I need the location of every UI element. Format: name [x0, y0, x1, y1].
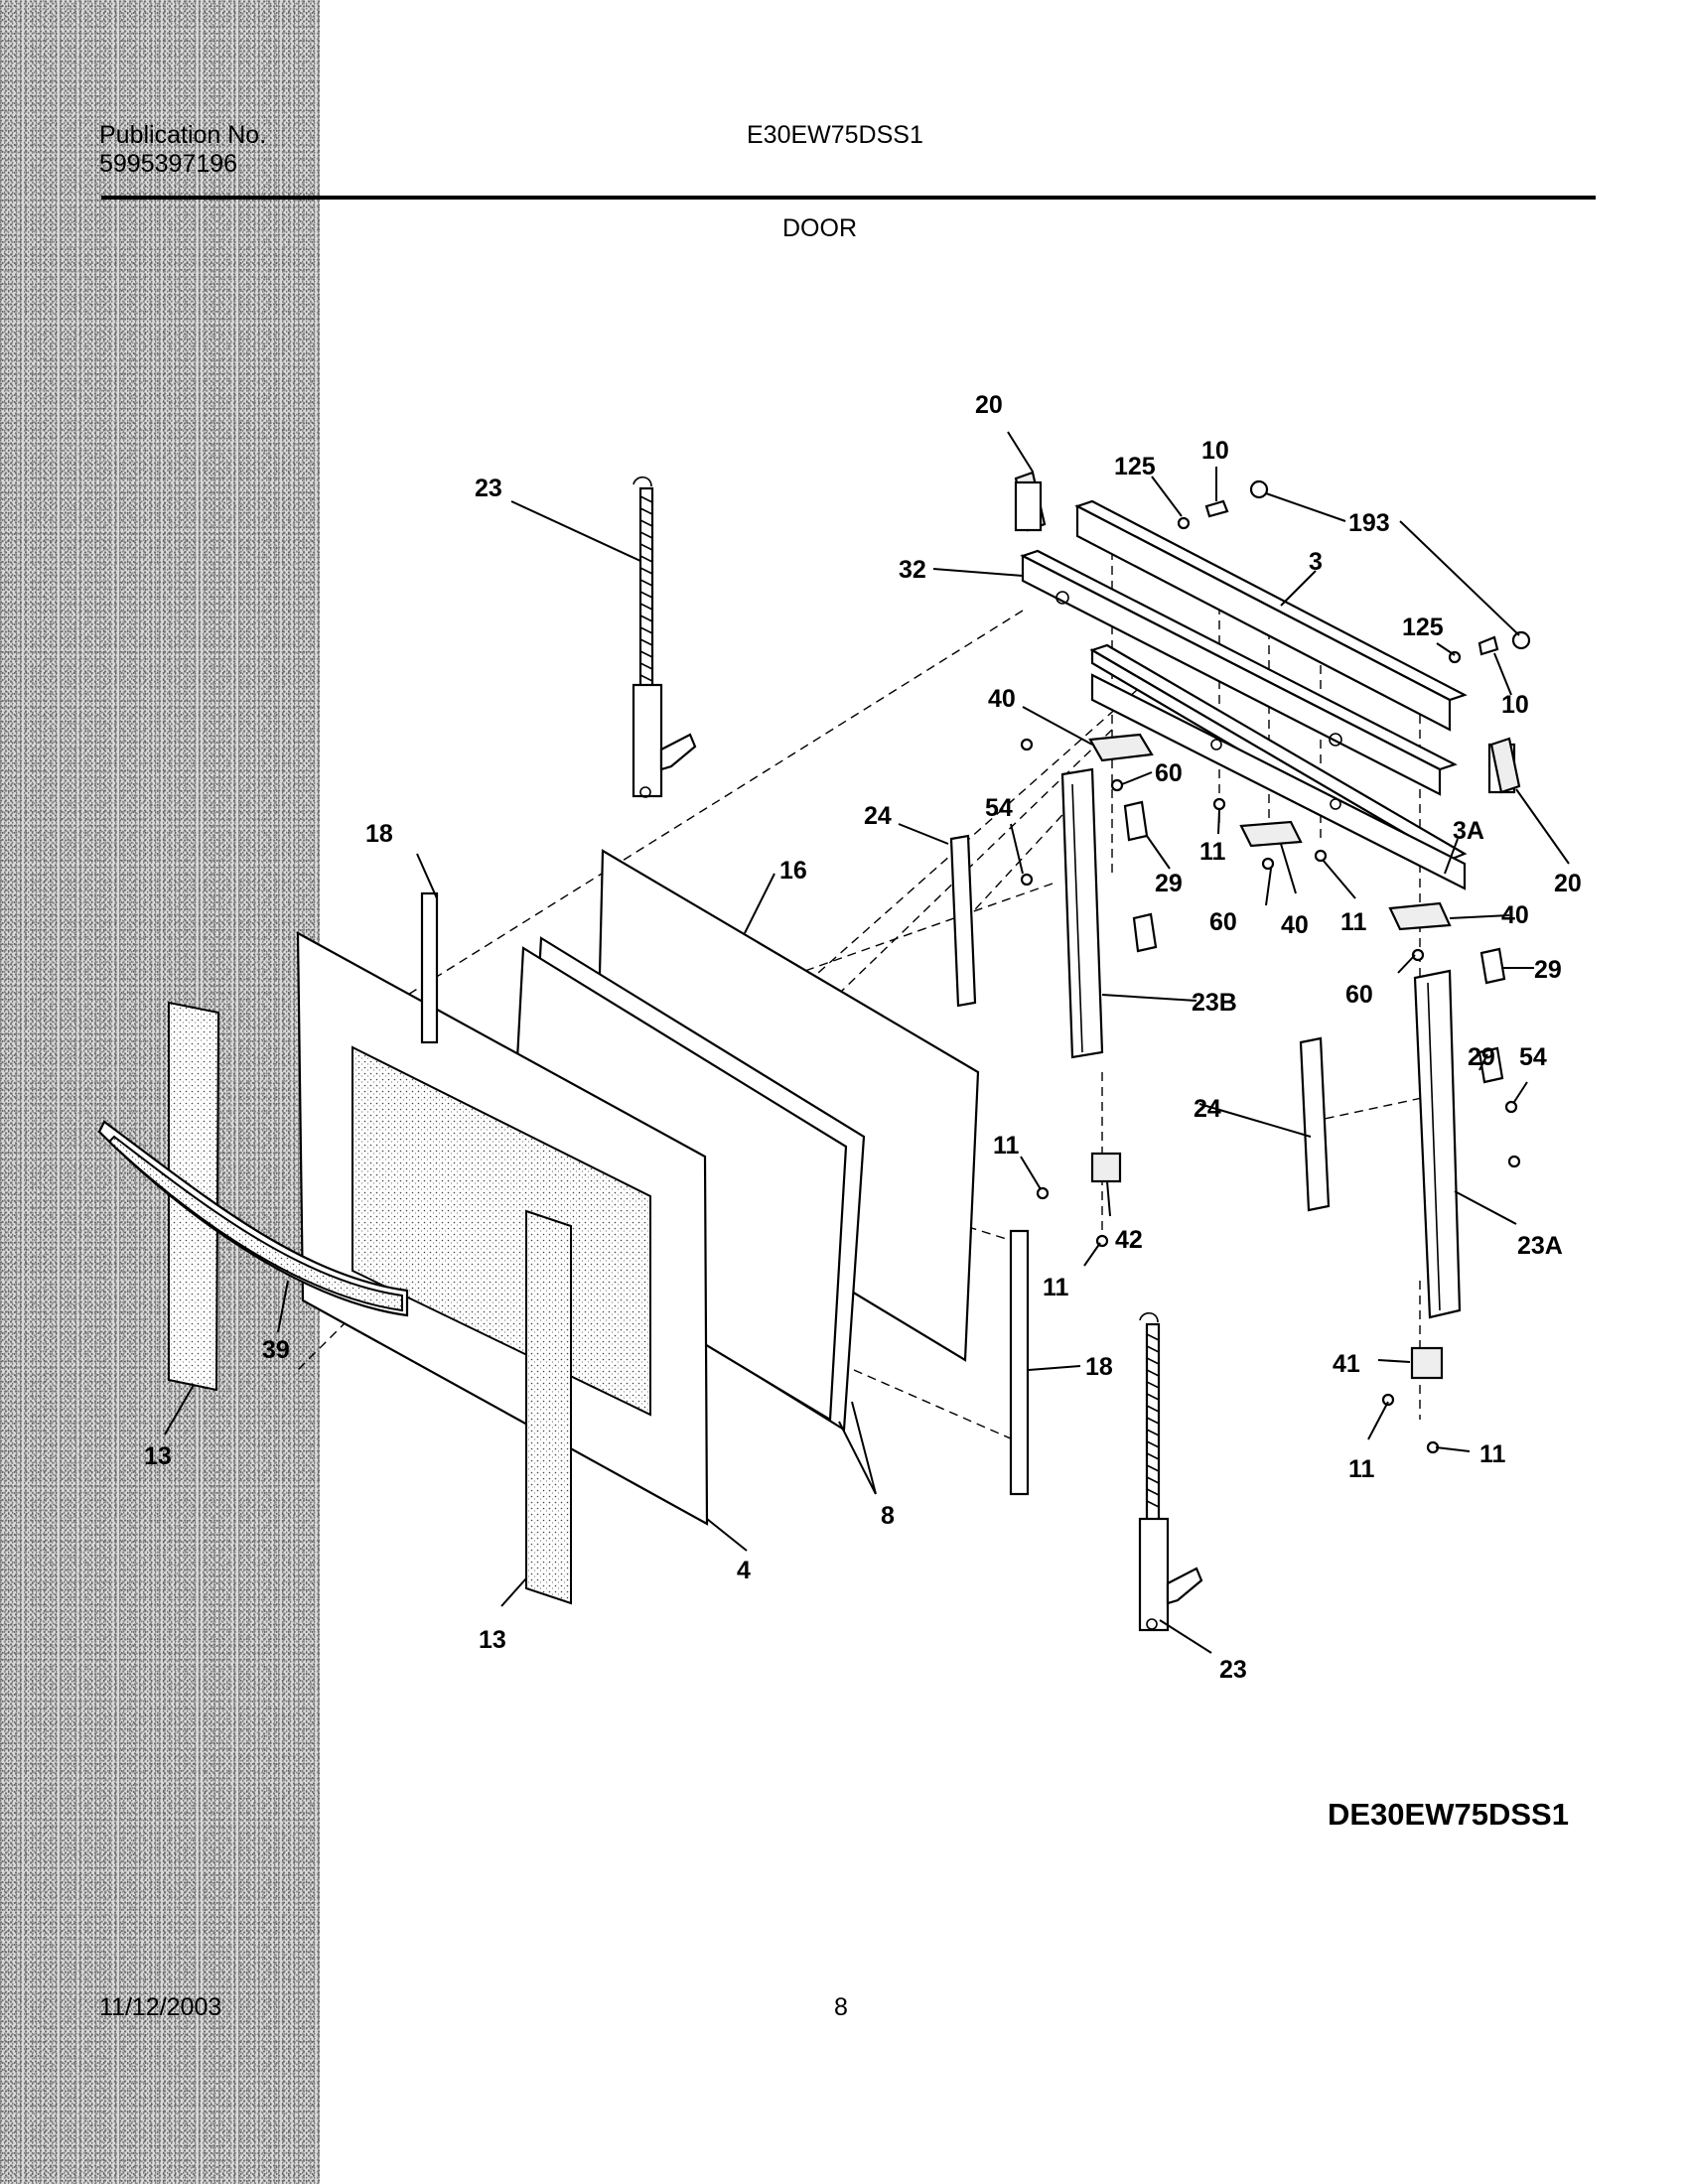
section-title: DOOR [782, 214, 857, 242]
callout-label: 29 [1534, 956, 1562, 984]
callout-label: 10 [1201, 437, 1229, 465]
callout-label: 60 [1345, 981, 1373, 1009]
callout-label: 3 [1309, 548, 1323, 576]
callout-label: 11 [1199, 838, 1226, 866]
callout-label: 16 [779, 857, 807, 885]
door-front-panel-4 [296, 931, 709, 1526]
callout-label: 20 [1554, 870, 1582, 897]
callout-label: 23A [1517, 1232, 1563, 1260]
callout-label: 23B [1192, 989, 1237, 1017]
door-side-brackets-24 [949, 834, 1331, 1212]
header-rule [101, 196, 1596, 200]
callout-label: 11 [1043, 1274, 1069, 1301]
leader-lines [164, 431, 1570, 1654]
callout-label: 10 [1501, 691, 1529, 719]
callout-label: 54 [1519, 1043, 1547, 1071]
model-number: E30EW75DSS1 [747, 121, 923, 149]
callout-label: 40 [988, 685, 1016, 713]
callout-label: 125 [1402, 614, 1444, 641]
page-number: 8 [834, 1993, 848, 2021]
top-trim-assembly [1014, 471, 1521, 890]
callout-label: 125 [1114, 453, 1156, 480]
callout-label: 54 [985, 794, 1013, 822]
callout-label: 32 [899, 556, 926, 584]
callout-label: 40 [1501, 901, 1529, 929]
stippled-margin-band [0, 0, 320, 2184]
callout-label: 60 [1155, 759, 1183, 787]
callout-label: 11 [1348, 1455, 1375, 1483]
callout-label: 18 [365, 820, 393, 848]
callout-label: 11 [993, 1132, 1020, 1160]
callout-labels: 23 20 125 10 193 32 3 125 10 40 60 54 24… [144, 391, 1582, 1684]
callout-label: 39 [262, 1336, 290, 1364]
callout-label: 40 [1281, 911, 1309, 939]
callout-label: 41 [1333, 1350, 1360, 1378]
door-handle-39 [97, 1120, 409, 1317]
callout-label: 8 [881, 1502, 895, 1530]
callout-label: 60 [1209, 908, 1237, 936]
callout-label: 29 [1155, 870, 1183, 897]
callout-label: 18 [1085, 1353, 1113, 1381]
callout-label: 11 [1479, 1440, 1506, 1468]
callout-label: 4 [737, 1557, 751, 1584]
callout-label: 20 [975, 391, 1003, 419]
callout-label: 29 [1468, 1043, 1495, 1071]
callout-label: 23 [1219, 1656, 1247, 1684]
callout-label: 24 [1194, 1095, 1221, 1123]
callout-label: 42 [1115, 1226, 1143, 1254]
diagram-code: DE30EW75DSS1 [1328, 1797, 1569, 1832]
callout-label: 23 [475, 475, 502, 502]
callout-label: 11 [1340, 908, 1367, 936]
callout-label: 24 [864, 802, 892, 830]
door-seals-18 [420, 891, 1030, 1496]
side-channels [1060, 767, 1506, 1319]
callout-label: 193 [1348, 509, 1390, 537]
hinge-23-upper [632, 476, 697, 798]
hinge-receivers-40 [1088, 733, 1452, 931]
callout-label: 13 [144, 1442, 172, 1470]
footer-date: 11/12/2003 [99, 1993, 222, 2021]
hinge-23-lower [1138, 1311, 1203, 1632]
publication-number: 5995397196 [99, 150, 238, 178]
callout-label: 13 [479, 1626, 506, 1654]
stop-blocks [1090, 1152, 1444, 1380]
callout-label: 3A [1453, 817, 1484, 845]
publication-label: Publication No. [99, 121, 267, 149]
